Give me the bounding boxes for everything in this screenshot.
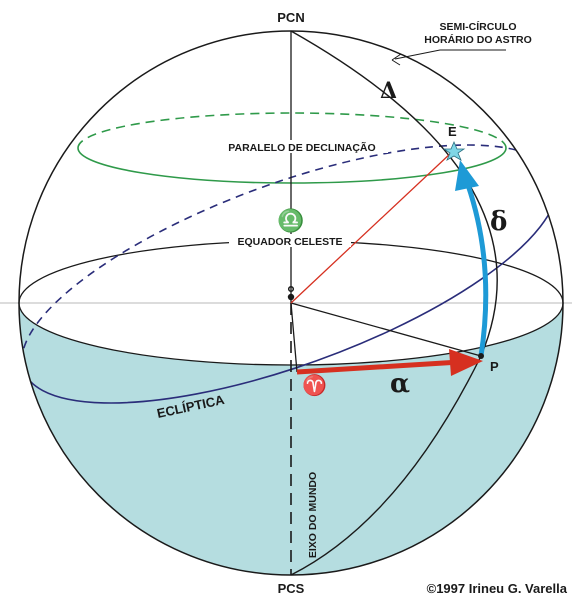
hour-circle-label-line2: HORÁRIO DO ASTRO bbox=[424, 33, 532, 46]
equator-label: EQUADOR CELESTE bbox=[237, 236, 342, 248]
declination-arc bbox=[465, 184, 489, 357]
north-pole-label: PCN bbox=[277, 10, 304, 25]
center-to-aries-line bbox=[290, 302, 298, 373]
declination-arrowhead bbox=[455, 160, 479, 191]
hour-semicircle bbox=[290, 30, 498, 576]
point-p-label: P bbox=[490, 359, 499, 374]
callout-arrowhead bbox=[391, 53, 402, 66]
star-label: E bbox=[448, 124, 457, 139]
star-marker bbox=[442, 140, 466, 161]
declination-label: δ bbox=[490, 207, 507, 237]
point-p-marker bbox=[478, 353, 484, 359]
axis-label: EIXO DO MUNDO bbox=[307, 472, 319, 558]
center-to-p-line bbox=[290, 302, 482, 357]
polar-distance-label: Δ bbox=[380, 78, 397, 104]
declination-parallel-back bbox=[77, 112, 507, 149]
hour-circle-label-line1: SEMI-CÍRCULO bbox=[440, 20, 517, 33]
right-ascension-arrow bbox=[296, 359, 461, 375]
libra-symbol: ♎ bbox=[277, 208, 304, 234]
right-ascension-label: α bbox=[390, 369, 410, 399]
parallel-label: PARALELO DE DECLINAÇÃO bbox=[228, 141, 375, 154]
south-pole-label: PCS bbox=[278, 581, 305, 596]
center-point bbox=[287, 293, 295, 301]
sphere-outline bbox=[18, 30, 564, 576]
copyright-label: ©1997 Irineu G. Varella bbox=[427, 581, 568, 596]
right-ascension-arrowhead bbox=[449, 349, 483, 376]
parallel-label-bg bbox=[216, 140, 388, 153]
aries-symbol: ♈ bbox=[302, 373, 327, 397]
equator-label-bg bbox=[229, 234, 351, 247]
callout-leader-line bbox=[394, 49, 506, 60]
center-point-ring bbox=[287, 285, 295, 293]
declination-parallel-front bbox=[77, 147, 507, 184]
star-radius-line bbox=[290, 151, 453, 304]
